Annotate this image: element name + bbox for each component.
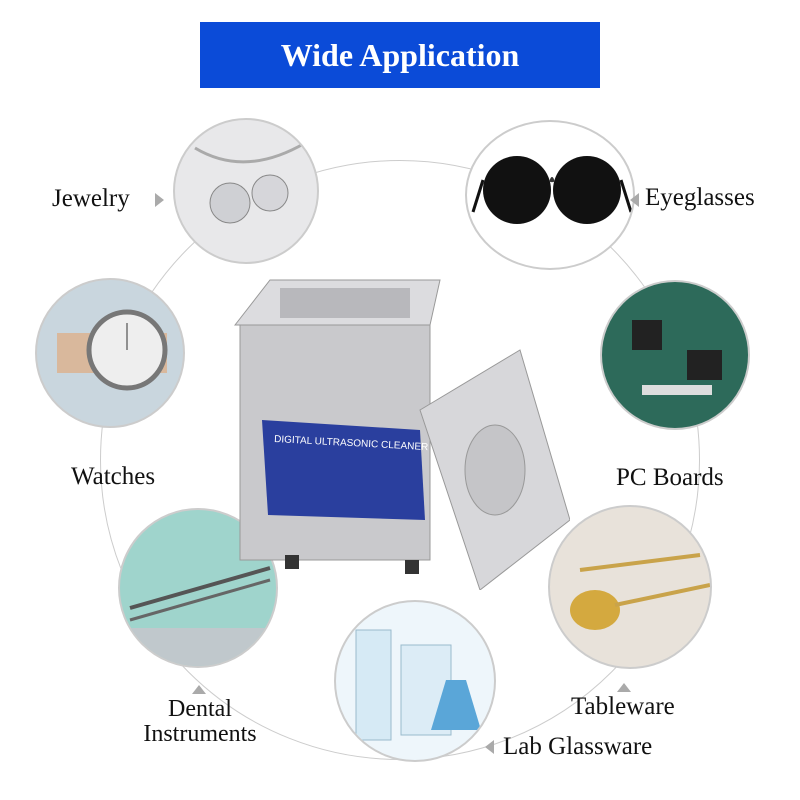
pointer-jewelry-icon [155, 193, 164, 207]
pointer-lab-icon [485, 740, 494, 754]
jewelry-image [173, 118, 319, 264]
label-pc-boards: PC Boards [616, 464, 724, 491]
pointer-eyeglasses-icon [630, 193, 639, 207]
tableware-image [548, 505, 712, 669]
label-lab-glassware: Lab Glassware [503, 733, 653, 760]
label-watches: Watches [71, 463, 156, 490]
eyeglasses-icon [471, 156, 633, 224]
lab-glassware-image [334, 600, 496, 762]
ultrasonic-cleaner: DIGITAL ULTRASONIC CLEANER [233, 279, 570, 590]
pointer-tableware-icon [617, 683, 631, 692]
label-dental: Dental Instruments [143, 696, 257, 748]
title-banner: Wide Application [200, 22, 600, 88]
label-jewelry: Jewelry [52, 185, 130, 212]
pc-board-icon [632, 320, 722, 395]
eyeglasses-image [465, 120, 635, 270]
jewelry-icon [194, 141, 306, 224]
pointer-dental-icon [192, 685, 206, 694]
tableware-icon [570, 553, 710, 630]
label-tableware: Tableware [571, 693, 675, 720]
watch-icon [57, 309, 168, 391]
label-eyeglasses: Eyeglasses [645, 184, 755, 211]
pc-board-image [600, 280, 750, 430]
watch-image [35, 278, 185, 428]
lab-glassware-icon [355, 629, 481, 741]
